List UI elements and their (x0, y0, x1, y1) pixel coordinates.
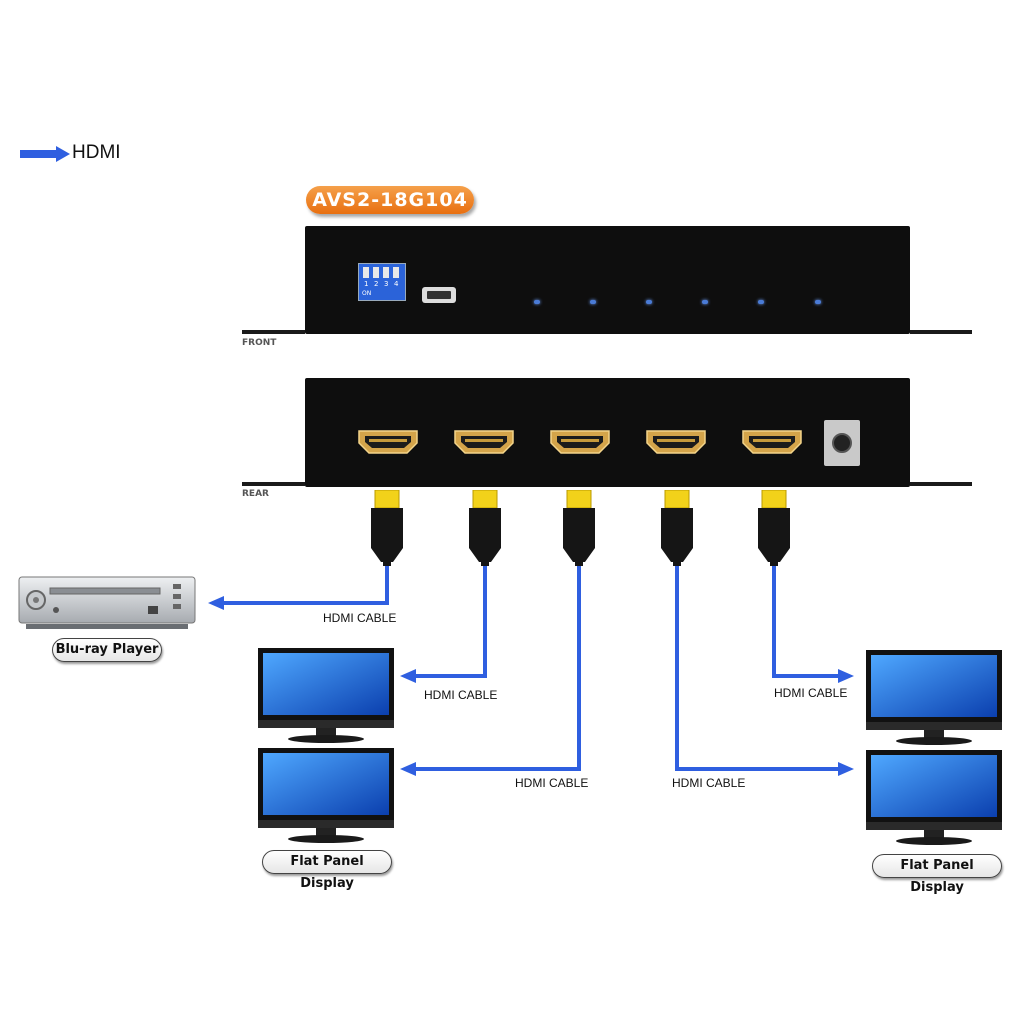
rear-mount-left (242, 482, 305, 486)
dip-number-4: 4 (394, 280, 399, 288)
cable-label-3: HDMI CABLE (515, 776, 589, 790)
hdmi-port-out-2[interactable] (549, 429, 611, 455)
hdmi-port-out-3[interactable] (645, 429, 707, 455)
arrow-left-icon (208, 596, 224, 610)
arrow-left-icon (400, 762, 416, 776)
rear-mount-right (910, 482, 972, 486)
cable-to-display-right-bottom (675, 562, 840, 771)
led-indicator-4 (702, 300, 708, 304)
cable-to-display-left-top (414, 562, 487, 678)
legend-label: HDMI (72, 142, 121, 163)
front-mount-left (242, 330, 305, 334)
legend: HDMI (20, 140, 220, 168)
display-label-left: Flat Panel Display (262, 850, 392, 891)
hdmi-plug-5 (758, 490, 790, 566)
bluray-player-label: Blu-ray Player (52, 638, 162, 662)
dip-number-3: 3 (384, 280, 389, 288)
hdmi-plug-3 (563, 490, 595, 566)
flat-panel-display-right-1 (866, 650, 1002, 745)
cable-label-4: HDMI CABLE (672, 776, 746, 790)
cable-label-1: HDMI CABLE (323, 611, 397, 625)
hdmi-plug-4 (661, 490, 693, 566)
front-mount-right (910, 330, 972, 334)
dip-number-1: 1 (364, 280, 369, 288)
usb-port[interactable] (422, 287, 456, 303)
flat-panel-display-left-2 (258, 748, 394, 843)
dip-switch[interactable]: 1 2 3 4 ON (358, 263, 406, 301)
led-indicator-6 (815, 300, 821, 304)
hdmi-plug-1 (371, 490, 403, 566)
dip-toggle-1[interactable] (363, 267, 369, 278)
dip-on-label: ON (362, 290, 372, 297)
arrow-right-icon (838, 669, 854, 683)
hdmi-port-out-1[interactable] (453, 429, 515, 455)
display-label-right: Flat Panel Display (872, 854, 1002, 895)
cable-to-display-left-bottom (414, 562, 581, 771)
hdmi-plug-2 (469, 490, 501, 566)
cable-to-bluray (222, 562, 389, 605)
bluray-player (18, 576, 196, 629)
dip-number-2: 2 (374, 280, 379, 288)
rear-label: REAR (242, 489, 269, 499)
dip-toggle-2[interactable] (373, 267, 379, 278)
cable-to-display-right-top (772, 562, 840, 678)
cable-label-2: HDMI CABLE (424, 688, 498, 702)
dip-toggle-4[interactable] (393, 267, 399, 278)
led-indicator-3 (646, 300, 652, 304)
arrow-left-icon (400, 669, 416, 683)
model-badge: AVS2-18G104 (306, 186, 474, 214)
dip-toggle-3[interactable] (383, 267, 389, 278)
dc-power-jack[interactable] (824, 420, 860, 466)
led-indicator-2 (590, 300, 596, 304)
front-label: FRONT (242, 338, 277, 348)
arrow-right-icon (20, 146, 70, 162)
flat-panel-display-right-2 (866, 750, 1002, 845)
hdmi-port-out-4[interactable] (741, 429, 803, 455)
led-indicator-5 (758, 300, 764, 304)
arrow-right-icon (838, 762, 854, 776)
led-indicator-1 (534, 300, 540, 304)
cable-label-5: HDMI CABLE (774, 686, 848, 700)
hdmi-port-input[interactable] (357, 429, 419, 455)
flat-panel-display-left-1 (258, 648, 394, 743)
